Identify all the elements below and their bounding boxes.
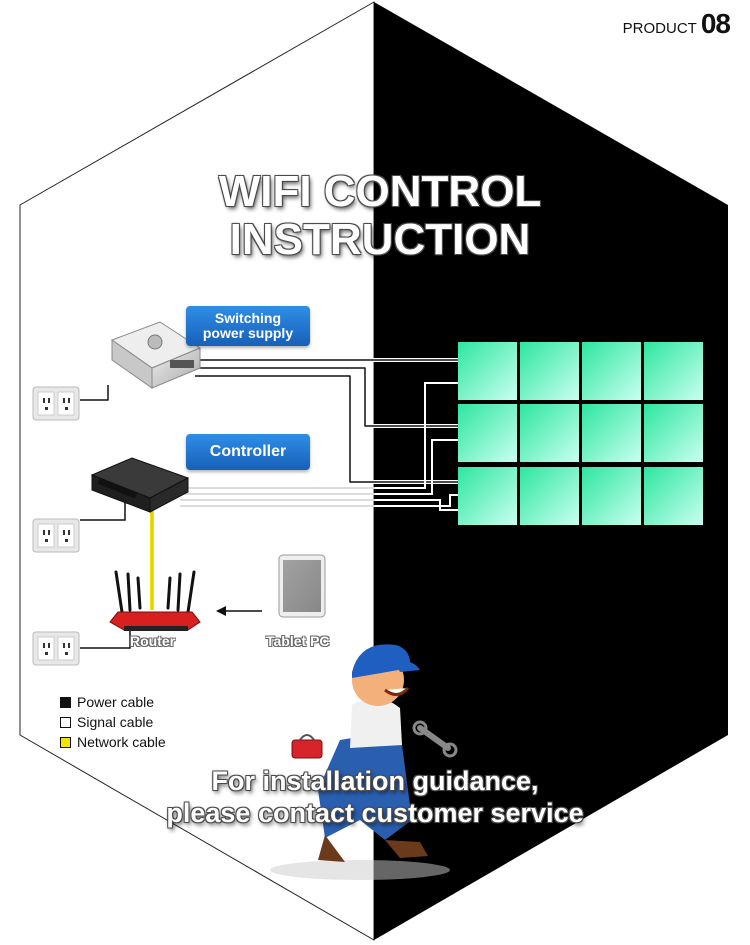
led-panel [582, 404, 641, 462]
footer-message: For installation guidance, please contac… [150, 765, 600, 829]
led-panel [644, 342, 703, 400]
legend-label-signal: Signal cable [77, 714, 154, 730]
legend-item-power: Power cable [60, 692, 166, 712]
led-panel [582, 467, 641, 525]
product-label: PRODUCT [622, 20, 697, 37]
footer-line-1: For installation guidance, [211, 766, 539, 796]
arrow-left-icon [216, 606, 262, 616]
led-panel [458, 342, 517, 400]
led-panel [644, 404, 703, 462]
router-device [114, 570, 196, 614]
footer-line-2: please contact customer service [166, 798, 584, 828]
led-panel [582, 342, 641, 400]
legend-swatch-signal [60, 716, 71, 728]
power-cables [80, 358, 458, 484]
legend-swatch-power [60, 696, 71, 708]
legend-item-signal: Signal cable [60, 712, 166, 732]
legend-label-power: Power cable [77, 694, 155, 710]
power-supply-label-line-2: power supply [202, 325, 294, 341]
tablet-device [278, 554, 326, 618]
product-badge: PRODUCT 08 [622, 8, 731, 40]
router-power-cable [80, 628, 131, 649]
led-panel [520, 404, 579, 462]
led-panel [458, 404, 517, 462]
product-number: 08 [700, 8, 731, 39]
led-panel [520, 342, 579, 400]
technician-mascot-illustration [270, 644, 458, 880]
led-panel [520, 467, 579, 525]
page-title: WIFI CONTROL INSTRUCTION [150, 168, 610, 264]
legend-item-network: Network cable [60, 732, 166, 752]
title-line-1: WIFI CONTROL [218, 167, 542, 216]
led-panel-grid [458, 342, 703, 525]
controller-power-cable [80, 498, 126, 521]
signal-cables-outline [180, 487, 375, 507]
power-supply-label: Switching power supply [186, 306, 310, 346]
wall-outlet-icon [32, 631, 80, 666]
power-supply-device [110, 321, 202, 389]
tablet-caption: Tablet PC [266, 633, 330, 649]
power-supply-label-line-1: Switching [214, 310, 282, 326]
legend-label-network: Network cable [77, 734, 166, 750]
led-panel [644, 467, 703, 525]
controller-device [90, 457, 190, 513]
led-panel [458, 467, 517, 525]
controller-label: Controller [186, 434, 310, 470]
router-base [124, 626, 188, 631]
legend-swatch-network [60, 736, 71, 748]
router-caption: Router [130, 633, 176, 649]
wall-outlet-icon [32, 518, 80, 553]
title-line-2: INSTRUCTION [229, 215, 531, 264]
wall-outlet-icon [32, 386, 80, 421]
cable-legend: Power cable Signal cable Network cable [60, 692, 166, 752]
